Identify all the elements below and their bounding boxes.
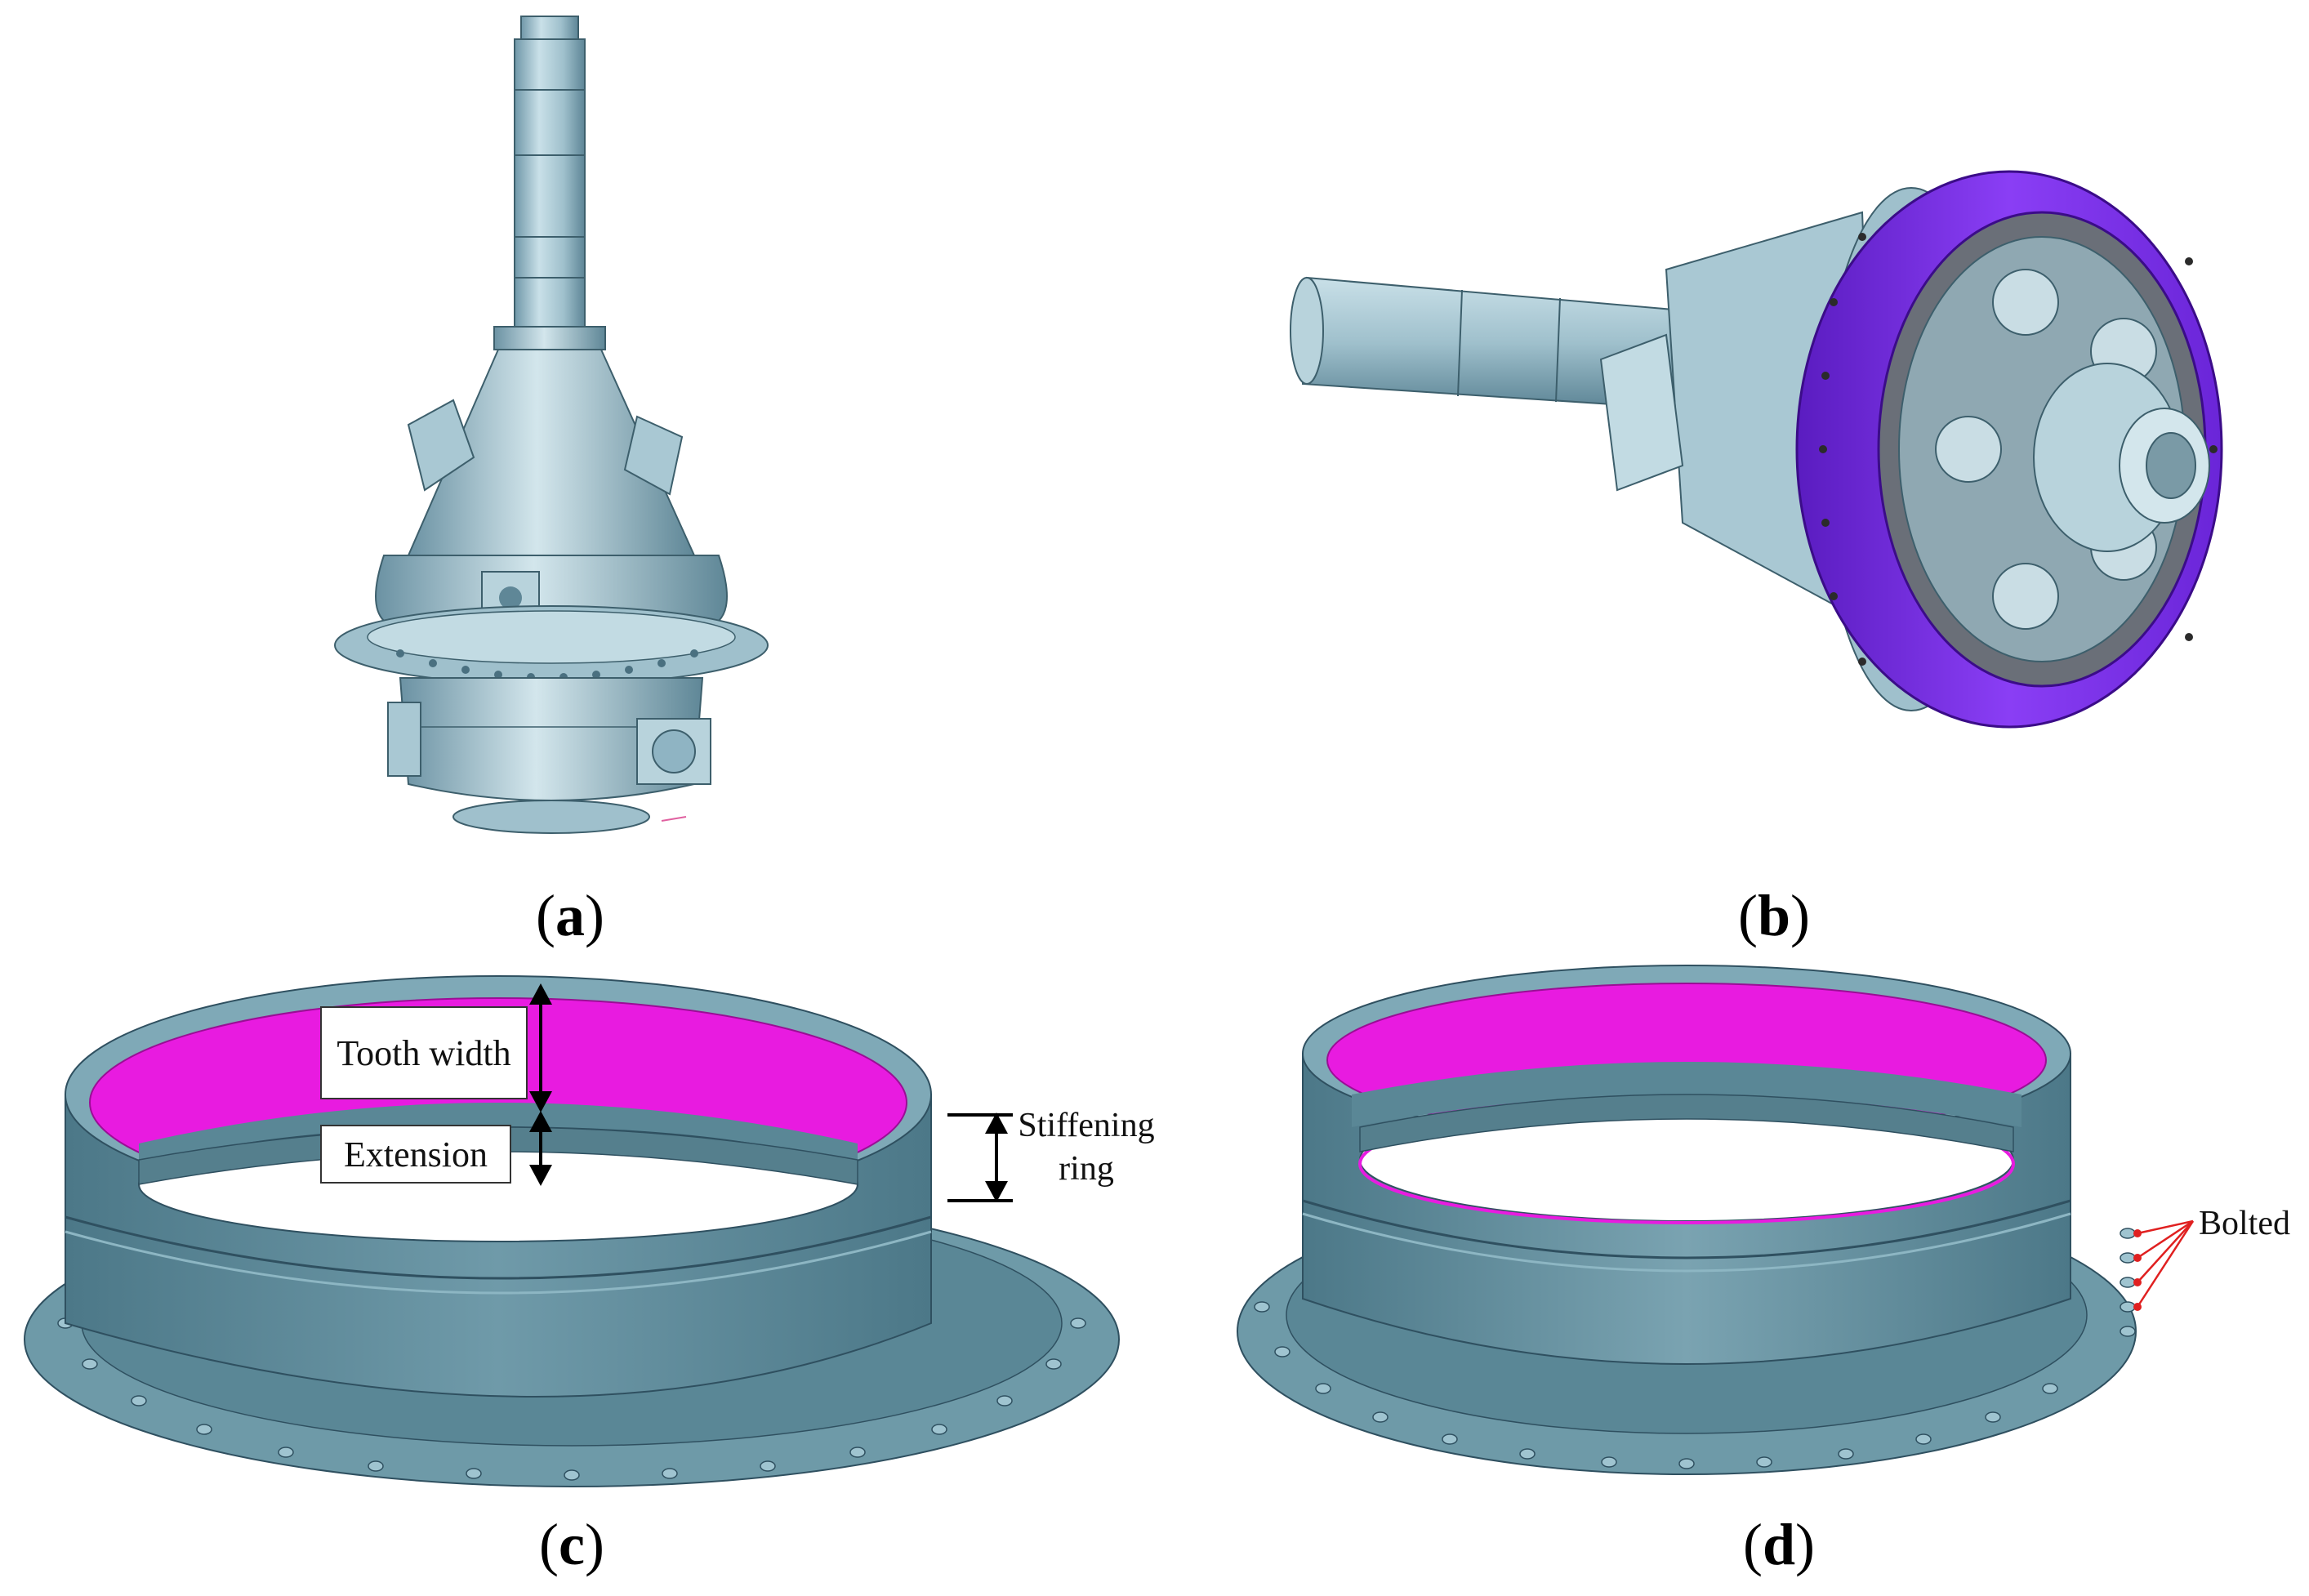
stiffening-ring-label: Stiffening ring	[1005, 1104, 1168, 1190]
panel-c-ring-gear	[16, 972, 1160, 1511]
tooth-width-label: Tooth width	[320, 1006, 528, 1099]
panel-d-bolted-ring-gear	[1229, 964, 2195, 1503]
panel-d-caption: (d)	[1742, 1512, 1816, 1577]
panel-c-caption: (c)	[539, 1512, 604, 1577]
bolted-label: Bolted	[2199, 1205, 2290, 1242]
extension-label: Extension	[320, 1125, 511, 1184]
panel-a-caption: (a)	[536, 883, 604, 948]
gearbox-vertical-illustration	[334, 16, 769, 834]
stiffening-ring-label-line2: ring	[1059, 1149, 1114, 1188]
stiffening-ring-label-line1: Stiffening	[1018, 1107, 1155, 1144]
bolted-ring-gear-illustration	[1237, 965, 2195, 1475]
panel-b-caption: (b)	[1737, 883, 1811, 948]
panel-b-gearbox-horizontal	[1290, 139, 2238, 743]
ring-gear-illustration	[24, 975, 1120, 1487]
gearbox-horizontal-illustration	[1290, 170, 2223, 729]
panel-a-gearbox-vertical	[310, 0, 833, 866]
